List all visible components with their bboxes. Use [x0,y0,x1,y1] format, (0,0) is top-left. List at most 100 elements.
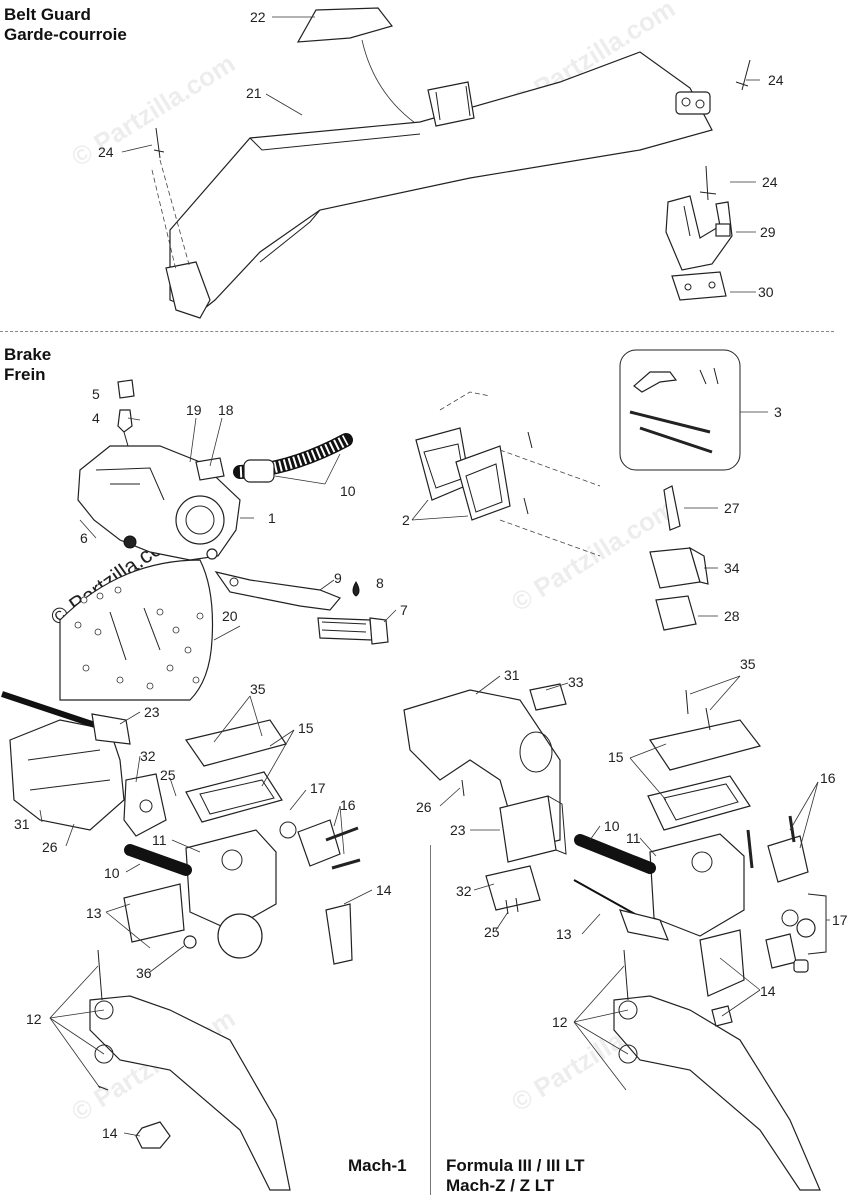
clamp-16b [767,835,809,883]
callout-35: 35 [740,656,756,672]
plate-32a [123,773,167,837]
callout-12: 12 [26,1011,42,1027]
bleeder-cap-5 [117,379,135,399]
callout-14: 14 [102,1125,118,1141]
decal-22 [296,7,394,43]
belt-guard-title-en: Belt Guard [4,5,91,24]
callout-25: 25 [484,924,500,940]
reservoir-cover-15a [185,719,287,767]
callout-30: 30 [758,284,774,300]
switch-13a [123,883,185,943]
brake-pads-group [411,391,601,557]
callout-16: 16 [340,797,356,813]
callout-18: 18 [218,402,234,418]
kit-box-3 [619,349,741,471]
callout-28: 28 [724,608,740,624]
brake-title: Brake Frein [4,345,51,385]
callout-10: 10 [604,818,620,834]
master-cylinder-11b [649,833,745,937]
callout-2: 2 [402,512,410,528]
callout-14: 14 [376,882,392,898]
callout-numbers: 22 21 24 24 24 29 30 5 4 19 18 10 1 6 9 … [14,9,848,1141]
callout-12: 12 [552,1014,568,1030]
pin-kit-group [619,349,768,471]
callout-4: 4 [92,410,100,426]
belt-guard-title: Belt Guard Garde-courroie [4,5,127,45]
callout-35: 35 [250,681,266,697]
bracket-29 [665,195,733,271]
callout-10: 10 [104,865,120,881]
callout-13: 13 [556,926,572,942]
callout-9: 9 [334,570,342,586]
callout-33: 33 [568,674,584,690]
brake-lever-12a [89,995,291,1191]
section-divider [0,331,834,332]
callout-11: 11 [152,832,167,848]
callout-8: 8 [376,575,384,591]
mach1-assembly [1,691,373,1191]
callout-17: 17 [832,912,848,928]
throttle-housing-31a [9,719,125,831]
callout-23: 23 [450,822,466,838]
callout-20: 20 [222,608,238,624]
clip-27 [663,485,681,531]
brake-disc-20 [59,559,214,701]
callout-26: 26 [416,799,432,815]
callout-24: 24 [768,72,784,88]
callout-31: 31 [14,816,30,832]
reservoir-cover-15b [649,719,762,771]
callout-7: 7 [400,602,408,618]
callout-21: 21 [246,85,262,101]
lubricant-drop-8 [352,581,360,597]
callout-23: 23 [144,704,160,720]
bleeder-4 [117,409,133,433]
callout-34: 34 [724,560,740,576]
callout-32: 32 [140,748,156,764]
master-cylinder-11a [185,829,277,931]
callout-13: 13 [86,905,102,921]
callout-10: 10 [340,483,356,499]
model-label-formula: Formula III / III LT [446,1156,585,1175]
clamp-16a [297,819,341,867]
model-divider [430,845,431,1195]
brake-caliper-group [59,379,397,701]
nut-14b [135,1121,171,1149]
belt-guard-title-fr: Garde-courroie [4,25,127,44]
brake-title-en: Brake [4,345,52,364]
callout-25: 25 [160,767,176,783]
callout-15: 15 [298,720,314,736]
callout-16: 16 [820,770,836,786]
callout-27: 27 [724,500,740,516]
model-label-machz: Mach-Z / Z LT [446,1176,555,1195]
plate-32b [485,865,541,911]
small-parts-group [649,485,718,631]
model-label-mach1: Mach-1 [348,1156,407,1175]
brake-lever-12b [613,995,821,1191]
callout-15: 15 [608,749,624,765]
callout-31: 31 [504,667,520,683]
callout-22: 22 [250,9,266,25]
callout-32: 32 [456,883,472,899]
belt-guard-group [121,7,760,319]
callout-36: 36 [136,965,152,981]
formula-assembly [403,675,830,1191]
switch-23b [499,795,557,863]
callout-14: 14 [760,983,776,999]
bolt-7 [317,617,373,641]
callout-11: 11 [626,830,641,846]
switch-28 [655,595,697,631]
callout-24: 24 [98,144,114,160]
plate-30 [671,271,727,301]
callout-1: 1 [268,510,276,526]
callout-17: 17 [310,780,326,796]
pivot-pin-14a [325,903,353,965]
callout-5: 5 [92,386,100,402]
callout-19: 19 [186,402,202,418]
callout-24: 24 [762,174,778,190]
callout-26: 26 [42,839,58,855]
callout-29: 29 [760,224,776,240]
brake-title-fr: Frein [4,365,46,384]
decal-33 [529,683,567,711]
